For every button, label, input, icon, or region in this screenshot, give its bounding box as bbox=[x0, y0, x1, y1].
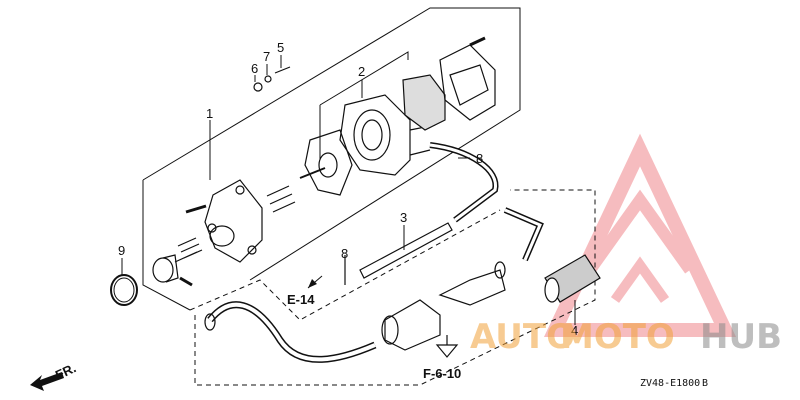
front-direction-indicator: FR. bbox=[30, 360, 78, 391]
callout-3: 3 bbox=[400, 210, 407, 225]
callout-5: 5 bbox=[277, 40, 284, 55]
pump-top-plate bbox=[439, 36, 496, 121]
pump-cover-part-2 bbox=[299, 74, 446, 196]
callout-6: 6 bbox=[251, 61, 258, 76]
pump-housing-part-1 bbox=[152, 179, 296, 287]
e14-reference: E-14 bbox=[287, 275, 323, 307]
watermark-moto: MOTO bbox=[560, 317, 675, 357]
fuel-hose-part-3 bbox=[344, 142, 544, 285]
callout-9: 9 bbox=[118, 243, 125, 258]
leader-lines bbox=[121, 55, 576, 325]
group-outline-upper bbox=[142, 7, 521, 311]
front-label: FR. bbox=[53, 360, 78, 382]
callout-1: 1 bbox=[206, 106, 213, 121]
callout-2: 2 bbox=[358, 64, 365, 79]
f610-reference: F-6-10 bbox=[423, 335, 461, 381]
callout-8-lower: 8 bbox=[341, 246, 348, 261]
group-outline-lower bbox=[189, 189, 596, 386]
watermark-hub: HUB bbox=[700, 317, 782, 357]
callout-4: 4 bbox=[571, 323, 578, 338]
o-ring-part-9 bbox=[110, 274, 138, 306]
fuel-filter-assembly bbox=[381, 261, 506, 351]
watermark-logo bbox=[543, 133, 737, 337]
filter-sleeve-part-4 bbox=[544, 254, 601, 303]
svg-text:E-14: E-14 bbox=[287, 292, 315, 307]
watermark-auto: AUTO bbox=[470, 317, 575, 357]
diagram-code: ZV48-E1800 bbox=[640, 378, 700, 389]
callout-7: 7 bbox=[263, 49, 270, 64]
callout-8-upper: 8 bbox=[476, 151, 483, 166]
diagram-revision: B bbox=[702, 378, 708, 389]
fasteners-5-6-7 bbox=[253, 66, 291, 92]
watermark-wordmark: AUTO MOTO HUB bbox=[470, 317, 782, 357]
svg-text:F-6-10: F-6-10 bbox=[423, 366, 461, 381]
lower-fuel-line bbox=[204, 301, 377, 363]
